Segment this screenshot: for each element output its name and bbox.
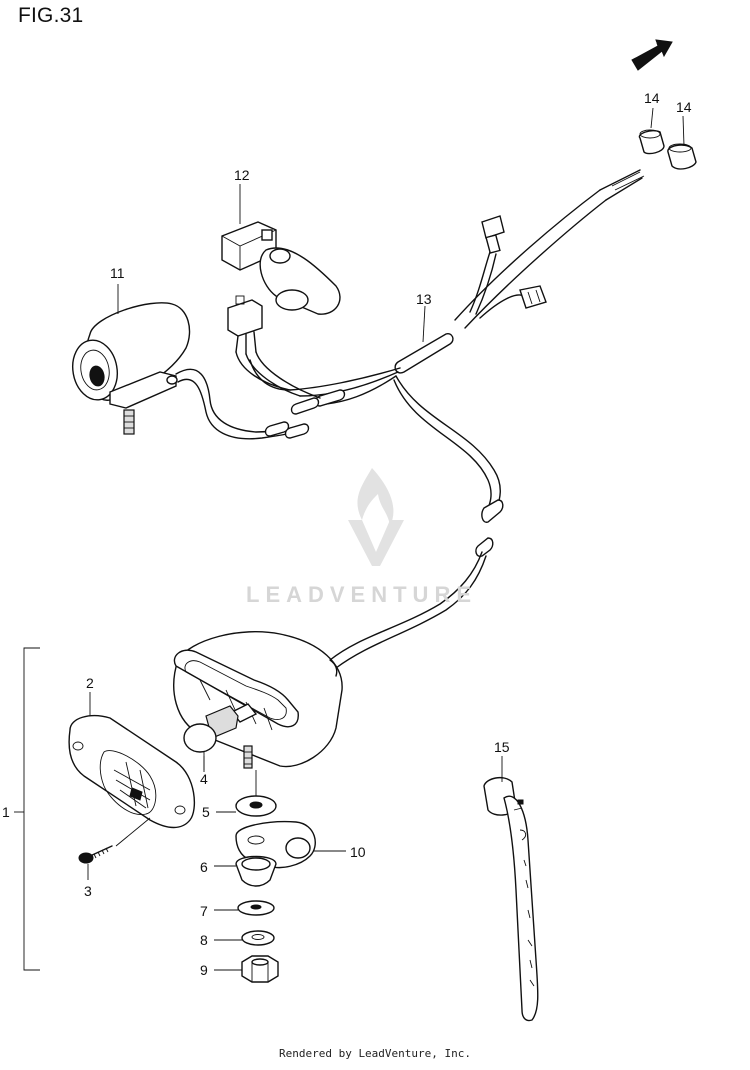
tail-light-housing[interactable] — [173, 631, 343, 769]
part-7-washer[interactable] — [237, 900, 275, 916]
callout-14-right[interactable]: 14 — [676, 99, 692, 115]
callout-14-left[interactable]: 14 — [644, 90, 660, 106]
callout-3[interactable]: 3 — [84, 883, 92, 899]
figure-title: FIG.31 — [18, 4, 84, 27]
part-13-wiring-harness[interactable] — [249, 169, 645, 669]
watermark-logo — [348, 468, 404, 566]
watermark-text: LEADVENTURE — [246, 582, 478, 607]
part-1-assembly-bracket — [14, 647, 40, 971]
callout-11[interactable]: 11 — [110, 265, 125, 281]
callout-8[interactable]: 8 — [200, 932, 208, 948]
part-14-cap-right[interactable] — [667, 143, 697, 170]
part-14-cap-left[interactable] — [638, 129, 665, 155]
fwd-arrow-icon — [631, 39, 673, 71]
callout-6[interactable]: 6 — [200, 859, 208, 875]
callout-7[interactable]: 7 — [200, 903, 208, 919]
callout-2[interactable]: 2 — [86, 675, 94, 691]
callout-15[interactable]: 15 — [494, 739, 510, 755]
callout-5[interactable]: 5 — [202, 804, 210, 820]
part-11-horn[interactable] — [68, 302, 310, 440]
callout-4[interactable]: 4 — [200, 771, 208, 787]
part-3-screw[interactable] — [78, 845, 113, 864]
callout-13[interactable]: 13 — [416, 291, 432, 307]
callout-9[interactable]: 9 — [200, 962, 208, 978]
callout-12[interactable]: 12 — [234, 167, 250, 183]
part-2-lens[interactable] — [68, 714, 196, 829]
part-12-relay-bracket[interactable] — [221, 221, 341, 399]
callout-10[interactable]: 10 — [350, 844, 366, 860]
part-9-nut[interactable] — [241, 955, 279, 983]
part-6-grommet[interactable] — [235, 855, 277, 887]
part-5-washer[interactable] — [235, 795, 277, 817]
callout-1[interactable]: 1 — [2, 804, 10, 820]
part-15-cable-tie[interactable] — [483, 776, 539, 1022]
footer-credit: Rendered by LeadVenture, Inc. — [278, 1047, 472, 1060]
part-8-washer[interactable] — [241, 930, 275, 946]
